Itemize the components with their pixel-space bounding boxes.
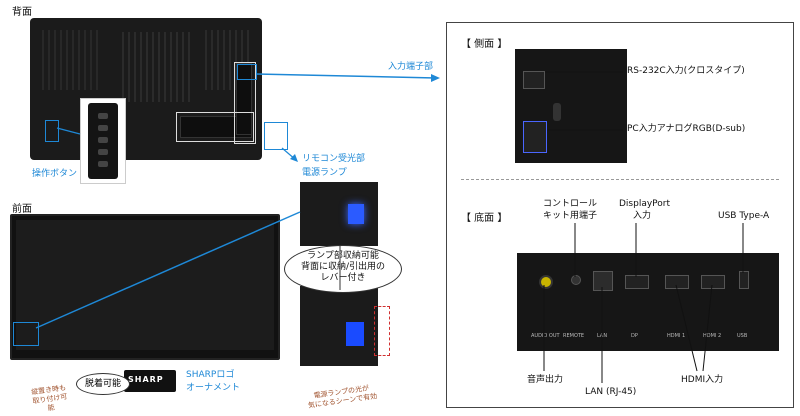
lamp-detail-bottom <box>300 286 378 366</box>
button-4 <box>98 149 108 155</box>
hdmi2-port <box>701 275 725 289</box>
usb-label: USB Type-A <box>718 211 770 221</box>
lamp-detail-top <box>300 182 378 246</box>
lamp-bottom-light <box>346 322 364 346</box>
bubble-line-3: レバー付き <box>320 273 366 283</box>
remote-jack <box>571 275 581 285</box>
sharp-ornament-bg <box>124 370 176 392</box>
power-lamp-label: 電源ランプ <box>302 168 347 178</box>
lamp-red-dashed <box>374 306 390 356</box>
side-lines <box>545 71 623 131</box>
print-dp: DP <box>631 333 638 339</box>
input-terminal-label: 入力端子部 <box>388 62 434 72</box>
side-photo <box>515 49 627 163</box>
terminal-strip-vertical <box>236 63 252 135</box>
remote-receiver-highlight <box>264 122 288 150</box>
line-front-lamp <box>35 211 301 329</box>
line-input-arrow <box>255 73 437 79</box>
monitor-front <box>10 214 280 360</box>
vent-grid-left <box>42 30 102 90</box>
sharp-logo-label-1: SHARPロゴ <box>186 370 235 380</box>
usb-port <box>739 271 749 289</box>
rs232c-label: RS-232C入力(クロスタイプ) <box>627 66 745 76</box>
front-lamp-highlight <box>13 322 39 346</box>
arrowhead-remote <box>290 154 298 162</box>
print-audio: AUDIO OUT <box>531 333 560 339</box>
lan-port <box>593 271 613 291</box>
sharp-badge: SHARP <box>128 375 164 384</box>
bubble-line-1: ランプ部収納可能 <box>307 251 379 261</box>
pc-input-label: PC入力アナログRGB(D-sub) <box>627 124 746 134</box>
back-section-title: 背面 <box>12 7 32 18</box>
side-knob <box>553 103 561 121</box>
lamp-top-light <box>348 204 364 224</box>
front-section-title: 前面 <box>12 204 32 215</box>
input-terminal-highlight <box>237 64 257 80</box>
terminal-outline <box>176 112 254 142</box>
bottom-photo: AUDIO OUT REMOTE LAN DP HDMI 1 HDMI 2 US… <box>517 253 779 351</box>
audio-jack <box>539 275 553 289</box>
bottom-section-title: 【 底面 】 <box>461 213 508 224</box>
control-kit-label-1: コントロール <box>543 199 598 209</box>
audio-out-label: 音声出力 <box>527 375 564 385</box>
dsub-port <box>523 121 547 153</box>
bottom-lines <box>543 223 744 383</box>
operation-button-inset <box>80 98 126 184</box>
line-op-button <box>56 127 81 135</box>
arrowhead-input <box>431 74 440 82</box>
bubble-line-2: 背面に収納/引出用の <box>300 262 386 272</box>
terminal-outline-vertical <box>234 62 256 144</box>
sharp-logo-label-2: オーナメント <box>186 383 241 393</box>
control-kit-label-2: キット用端子 <box>543 211 598 221</box>
print-remote: REMOTE <box>563 333 585 339</box>
hdmi-label: HDMI入力 <box>681 375 724 385</box>
bline-hdmi-2 <box>702 284 713 372</box>
storage-bubble: ランプ部収納可能 背面に収納/引出用の レバー付き <box>284 245 402 293</box>
print-usb: USB <box>737 333 748 339</box>
displayport-label-1: DisplayPort <box>619 199 671 209</box>
button-3 <box>98 137 108 143</box>
print-hdmi1: HDMI 1 <box>667 333 686 339</box>
rs232c-port <box>523 71 545 89</box>
dp-port <box>625 275 649 289</box>
dashed-divider <box>461 179 779 180</box>
vent-grid-center <box>122 32 192 102</box>
operation-button-panel <box>88 103 118 179</box>
lan-label: LAN (RJ-45) <box>585 387 637 397</box>
detail-panel: 【 側面 】 RS-232C入力(クロスタイプ) PC入力アナログRGB(D-s… <box>446 22 794 408</box>
displayport-label-2: 入力 <box>633 211 652 221</box>
operation-button-highlight <box>45 120 59 142</box>
operation-button-label: 操作ボタン <box>32 169 78 179</box>
print-hdmi2: HDMI 2 <box>703 333 722 339</box>
button-2 <box>98 125 108 131</box>
removable-badge: 脱着可能 <box>76 373 130 395</box>
button-5 <box>98 161 108 167</box>
remote-receiver-label: リモコン受光部 <box>302 154 366 164</box>
button-1 <box>98 113 108 119</box>
side-section-title: 【 側面 】 <box>461 39 508 50</box>
bline-hdmi-1 <box>675 284 698 372</box>
